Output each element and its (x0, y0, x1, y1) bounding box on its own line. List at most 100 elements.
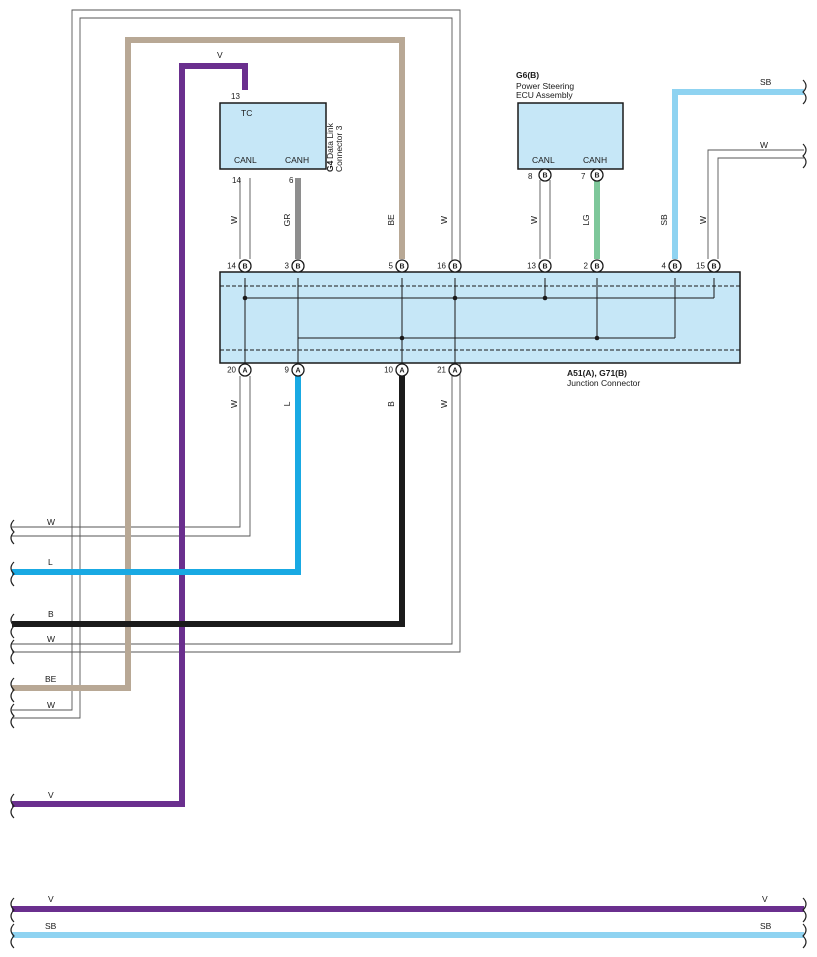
ecu-name-line2: ECU Assembly (516, 90, 573, 100)
wire-w-right-a (707, 149, 804, 259)
ecu-code: G6(B) (516, 70, 539, 80)
wire-b (12, 376, 405, 627)
dlc-name-line2: Connector 3 (334, 125, 344, 172)
junction-bottom-pin-9: A9 (285, 363, 305, 377)
label-left-b: B (48, 609, 54, 619)
junction-bottom-pin-number: 9 (285, 366, 290, 375)
label-bottom-sb-left: SB (45, 921, 57, 931)
break-right-vb (802, 897, 807, 923)
label-left-l: L (48, 557, 53, 567)
data-link-connector: TC CANL CANH 13 14 6 G4 Data Link Connec… (219, 92, 344, 185)
break-left-v (10, 793, 15, 819)
junction-top-pin-letter: B (594, 264, 599, 271)
junction-top-pin-letter: B (711, 264, 716, 271)
vlabel-top-4: SB (659, 214, 669, 226)
vlabel-top-2: LG (581, 214, 591, 225)
ecu-body (517, 102, 624, 170)
vlabel-top-15: W (698, 216, 708, 224)
wire-sb-right (672, 89, 804, 259)
wire-w-jc20-b (12, 376, 251, 537)
label-w-right: W (760, 140, 768, 150)
junction-top-pin-number: 13 (527, 262, 536, 271)
junction-bottom-pin-letter: A (295, 368, 300, 375)
wire-v-dlc (12, 63, 248, 807)
vlabel-top-5: BE (386, 214, 396, 226)
junction-top-pin-13: B 13 (527, 259, 552, 273)
ecu-pin-canl-no: 8 (528, 172, 533, 181)
label-v-top: V (217, 50, 223, 60)
vlabel-bottom-21: W (439, 400, 449, 408)
break-right-w (802, 143, 807, 169)
break-left-b (10, 613, 15, 639)
vlabel-bottom-10: B (386, 401, 396, 407)
ecu-pin-canl-label: CANL (532, 155, 555, 165)
label-left-w1: W (47, 517, 55, 527)
dlc-name-line1: Data Link (325, 122, 335, 159)
junction-bottom-pin-number: 20 (227, 366, 236, 375)
vlabel-top-14: W (229, 216, 239, 224)
label-left-w2: W (47, 634, 55, 644)
junction-top-pin-letter: B (452, 264, 457, 271)
junction-top-pin-16: B 16 (437, 259, 462, 273)
junction-name: Junction Connector (567, 378, 640, 388)
junction-top-pin-number: 16 (437, 262, 446, 271)
junction-top-pin-number: 15 (696, 262, 705, 271)
ecu-pin-canh-circle: B (590, 168, 604, 182)
wire-w-outer-b (12, 17, 453, 719)
junction-top-pin-letter: B (295, 264, 300, 271)
dlc-pin-tc-label: TC (241, 108, 252, 118)
break-left-w2 (10, 639, 15, 665)
junction-top-pin-letter: B (672, 264, 677, 271)
junction-top-pin-letter: B (242, 264, 247, 271)
wire-labels: V SB W W L B W BE W V V V SB SB (45, 50, 772, 931)
label-bottom-v-right: V (762, 894, 768, 904)
junction-bottom-pin-letter: A (452, 368, 457, 375)
junction-top-pin-15: B 15 (696, 259, 721, 273)
junction-bottom-pin-letter: A (242, 368, 247, 375)
junction-bottom-pin-20: A 20 (227, 363, 252, 377)
junction-bottom-pin-10: A 10 (384, 363, 409, 377)
dlc-code: G4 (325, 160, 335, 172)
break-left-l (10, 561, 15, 587)
break-left-vb (10, 897, 15, 923)
label-sb-right: SB (760, 77, 772, 87)
break-marks (10, 79, 807, 949)
junction-top-pin-letter: B (399, 264, 404, 271)
junction-internal-bus (244, 278, 715, 370)
junction-top-pin-number: 14 (227, 262, 236, 271)
junction-bottom-pin-21: A 21 (437, 363, 462, 377)
vlabel-top-3: GR (282, 214, 292, 227)
dlc-pin-tc-no: 13 (231, 92, 240, 101)
ecu-pin-canh-label: CANH (583, 155, 607, 165)
power-steering-ecu: G6(B) Power Steering ECU Assembly CANL C… (516, 70, 624, 182)
junction-bottom-pin-letter: A (399, 368, 404, 375)
break-left-sbb (10, 923, 15, 949)
colored-wires (12, 37, 804, 938)
junction-bottom-pin-number: 10 (384, 366, 393, 375)
junction-top-pin-number: 3 (285, 262, 290, 271)
ecu-pin-canh-no: 7 (581, 172, 586, 181)
junction-top-pin-letter: B (542, 264, 547, 271)
label-left-w3: W (47, 700, 55, 710)
vlabel-top-16: W (439, 216, 449, 224)
wire-w-outer-a (12, 9, 461, 711)
svg-text:B: B (594, 173, 599, 180)
junction-bottom-pin-number: 21 (437, 366, 446, 375)
wire-l (12, 376, 301, 575)
label-left-be: BE (45, 674, 57, 684)
junction-top-pin-number: 5 (389, 262, 394, 271)
white-wires (12, 9, 804, 719)
dlc-pin-canl-no: 14 (232, 176, 241, 185)
label-left-v: V (48, 790, 54, 800)
wire-w-jc20-a (12, 376, 241, 528)
junction-top-pin-3: B3 (285, 259, 305, 273)
vlabel-bottom-9: L (282, 401, 292, 406)
wire-be (12, 37, 405, 691)
dlc-body (219, 102, 327, 170)
break-left-w1 (10, 519, 15, 545)
